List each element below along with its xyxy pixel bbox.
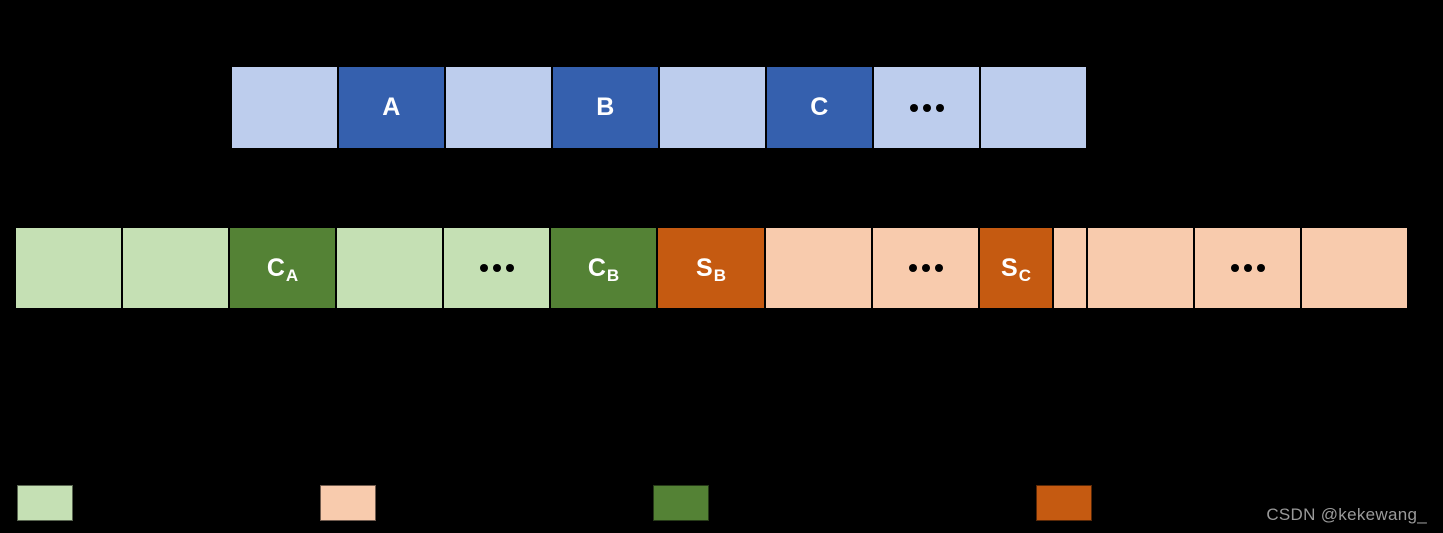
cell-label-subscript: C xyxy=(1018,265,1032,285)
ellipsis-icon xyxy=(1230,264,1265,272)
ellipsis-icon xyxy=(479,264,514,272)
cell-label: C xyxy=(810,93,829,121)
legend-swatch xyxy=(653,485,709,521)
cell-label: B xyxy=(596,93,615,121)
watermark-csdn: CSDN @kekewang_ xyxy=(1266,505,1427,524)
cell-empty xyxy=(444,65,553,150)
request-sequence-row: A B C xyxy=(230,65,1088,150)
cell-empty xyxy=(658,65,767,150)
cell-empty xyxy=(1086,226,1195,310)
cell-empty xyxy=(335,226,444,310)
legend-item xyxy=(653,485,721,521)
ellipsis-icon xyxy=(908,264,943,272)
cell-ellipsis xyxy=(442,226,551,310)
cell-label-subscript: A xyxy=(285,265,299,285)
cell-empty xyxy=(121,226,230,310)
legend-item xyxy=(17,485,85,521)
legend-item xyxy=(1036,485,1104,521)
cell-label-subscript: B xyxy=(606,265,620,285)
cell-labeled: C xyxy=(765,65,874,150)
legend-item xyxy=(320,485,388,521)
cell-ellipsis xyxy=(1193,226,1302,310)
legend-swatch xyxy=(320,485,376,521)
cell-labeled: A xyxy=(337,65,446,150)
cell-label: A xyxy=(382,93,401,121)
cell-empty xyxy=(979,65,1088,150)
legend-swatch xyxy=(17,485,73,521)
legend-swatch xyxy=(1036,485,1092,521)
cell-labeled: B xyxy=(551,65,660,150)
cell-empty xyxy=(14,226,123,310)
cell-ellipsis xyxy=(871,226,980,310)
ellipsis-icon xyxy=(909,103,944,112)
cell-empty xyxy=(1300,226,1409,310)
cell-ellipsis xyxy=(872,65,981,150)
cell-empty xyxy=(230,65,339,150)
cell-empty xyxy=(1052,226,1088,310)
cell-empty xyxy=(764,226,873,310)
cell-label-subscript: B xyxy=(713,265,727,285)
